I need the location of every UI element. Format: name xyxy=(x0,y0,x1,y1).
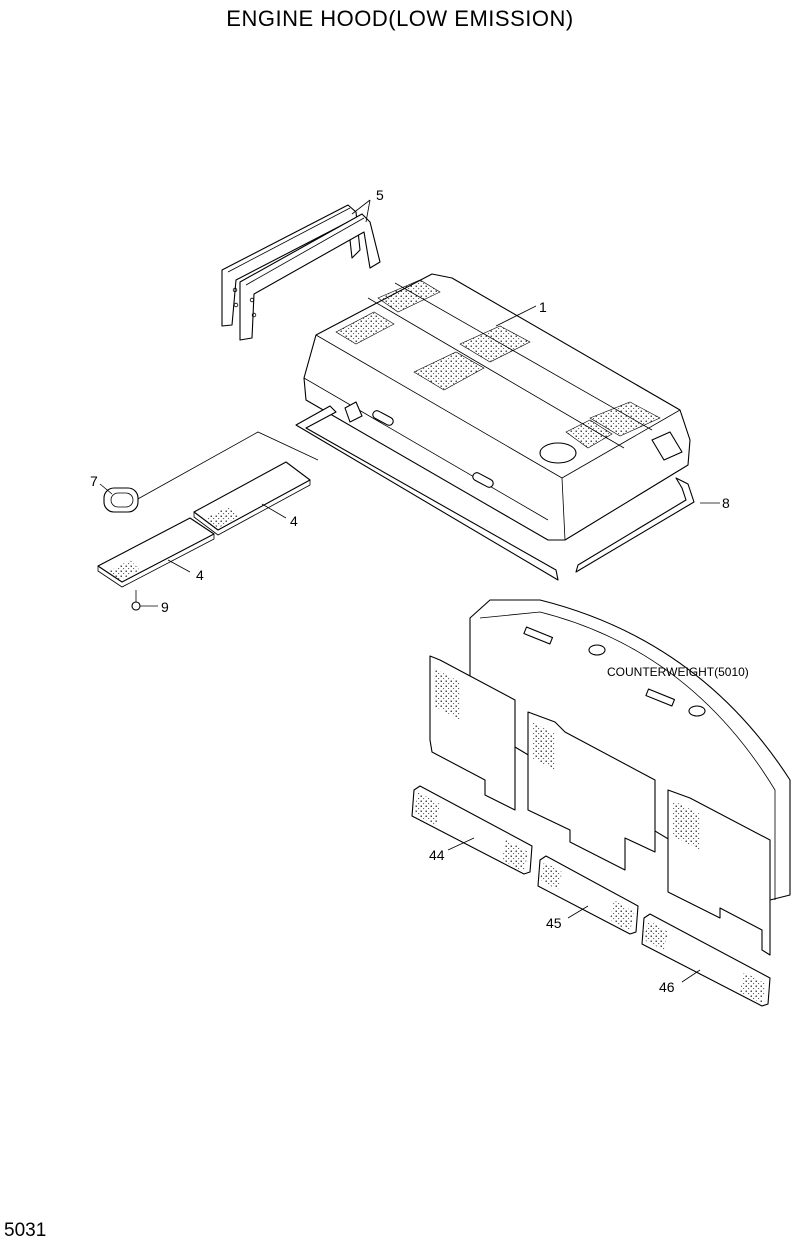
counterweight-pad-right xyxy=(641,913,771,1007)
callout-46: 46 xyxy=(659,979,675,995)
seal-strip xyxy=(295,405,695,581)
callout-7: 7 xyxy=(90,473,98,489)
callout-4a: 4 xyxy=(290,513,298,529)
counterweight-pad-left xyxy=(411,785,533,875)
page-title: ENGINE HOOD(LOW EMISSION) xyxy=(226,6,574,31)
engine-hood xyxy=(303,273,691,541)
callout-4b: 4 xyxy=(196,567,204,583)
counterweight-pad-center xyxy=(537,855,639,935)
callout-5: 5 xyxy=(376,187,384,203)
leader-lines xyxy=(99,199,720,983)
grommet xyxy=(103,487,139,513)
counterweight-panel-left xyxy=(429,655,516,811)
callout-9: 9 xyxy=(161,599,169,615)
callout-45: 45 xyxy=(546,915,562,931)
counterweight-panel-center xyxy=(527,711,656,871)
insulation-pad-b xyxy=(97,517,215,588)
counterweight-panel-right xyxy=(667,789,771,956)
hood-support-brackets xyxy=(221,204,381,341)
callout-8: 8 xyxy=(722,495,730,511)
callout-44: 44 xyxy=(429,847,445,863)
page-number: 5031 xyxy=(4,1220,47,1241)
counterweight-label: COUNTERWEIGHT(5010) xyxy=(607,665,749,679)
insulation-pad-a xyxy=(193,461,311,536)
callout-1: 1 xyxy=(539,299,547,315)
fastener xyxy=(131,590,141,611)
